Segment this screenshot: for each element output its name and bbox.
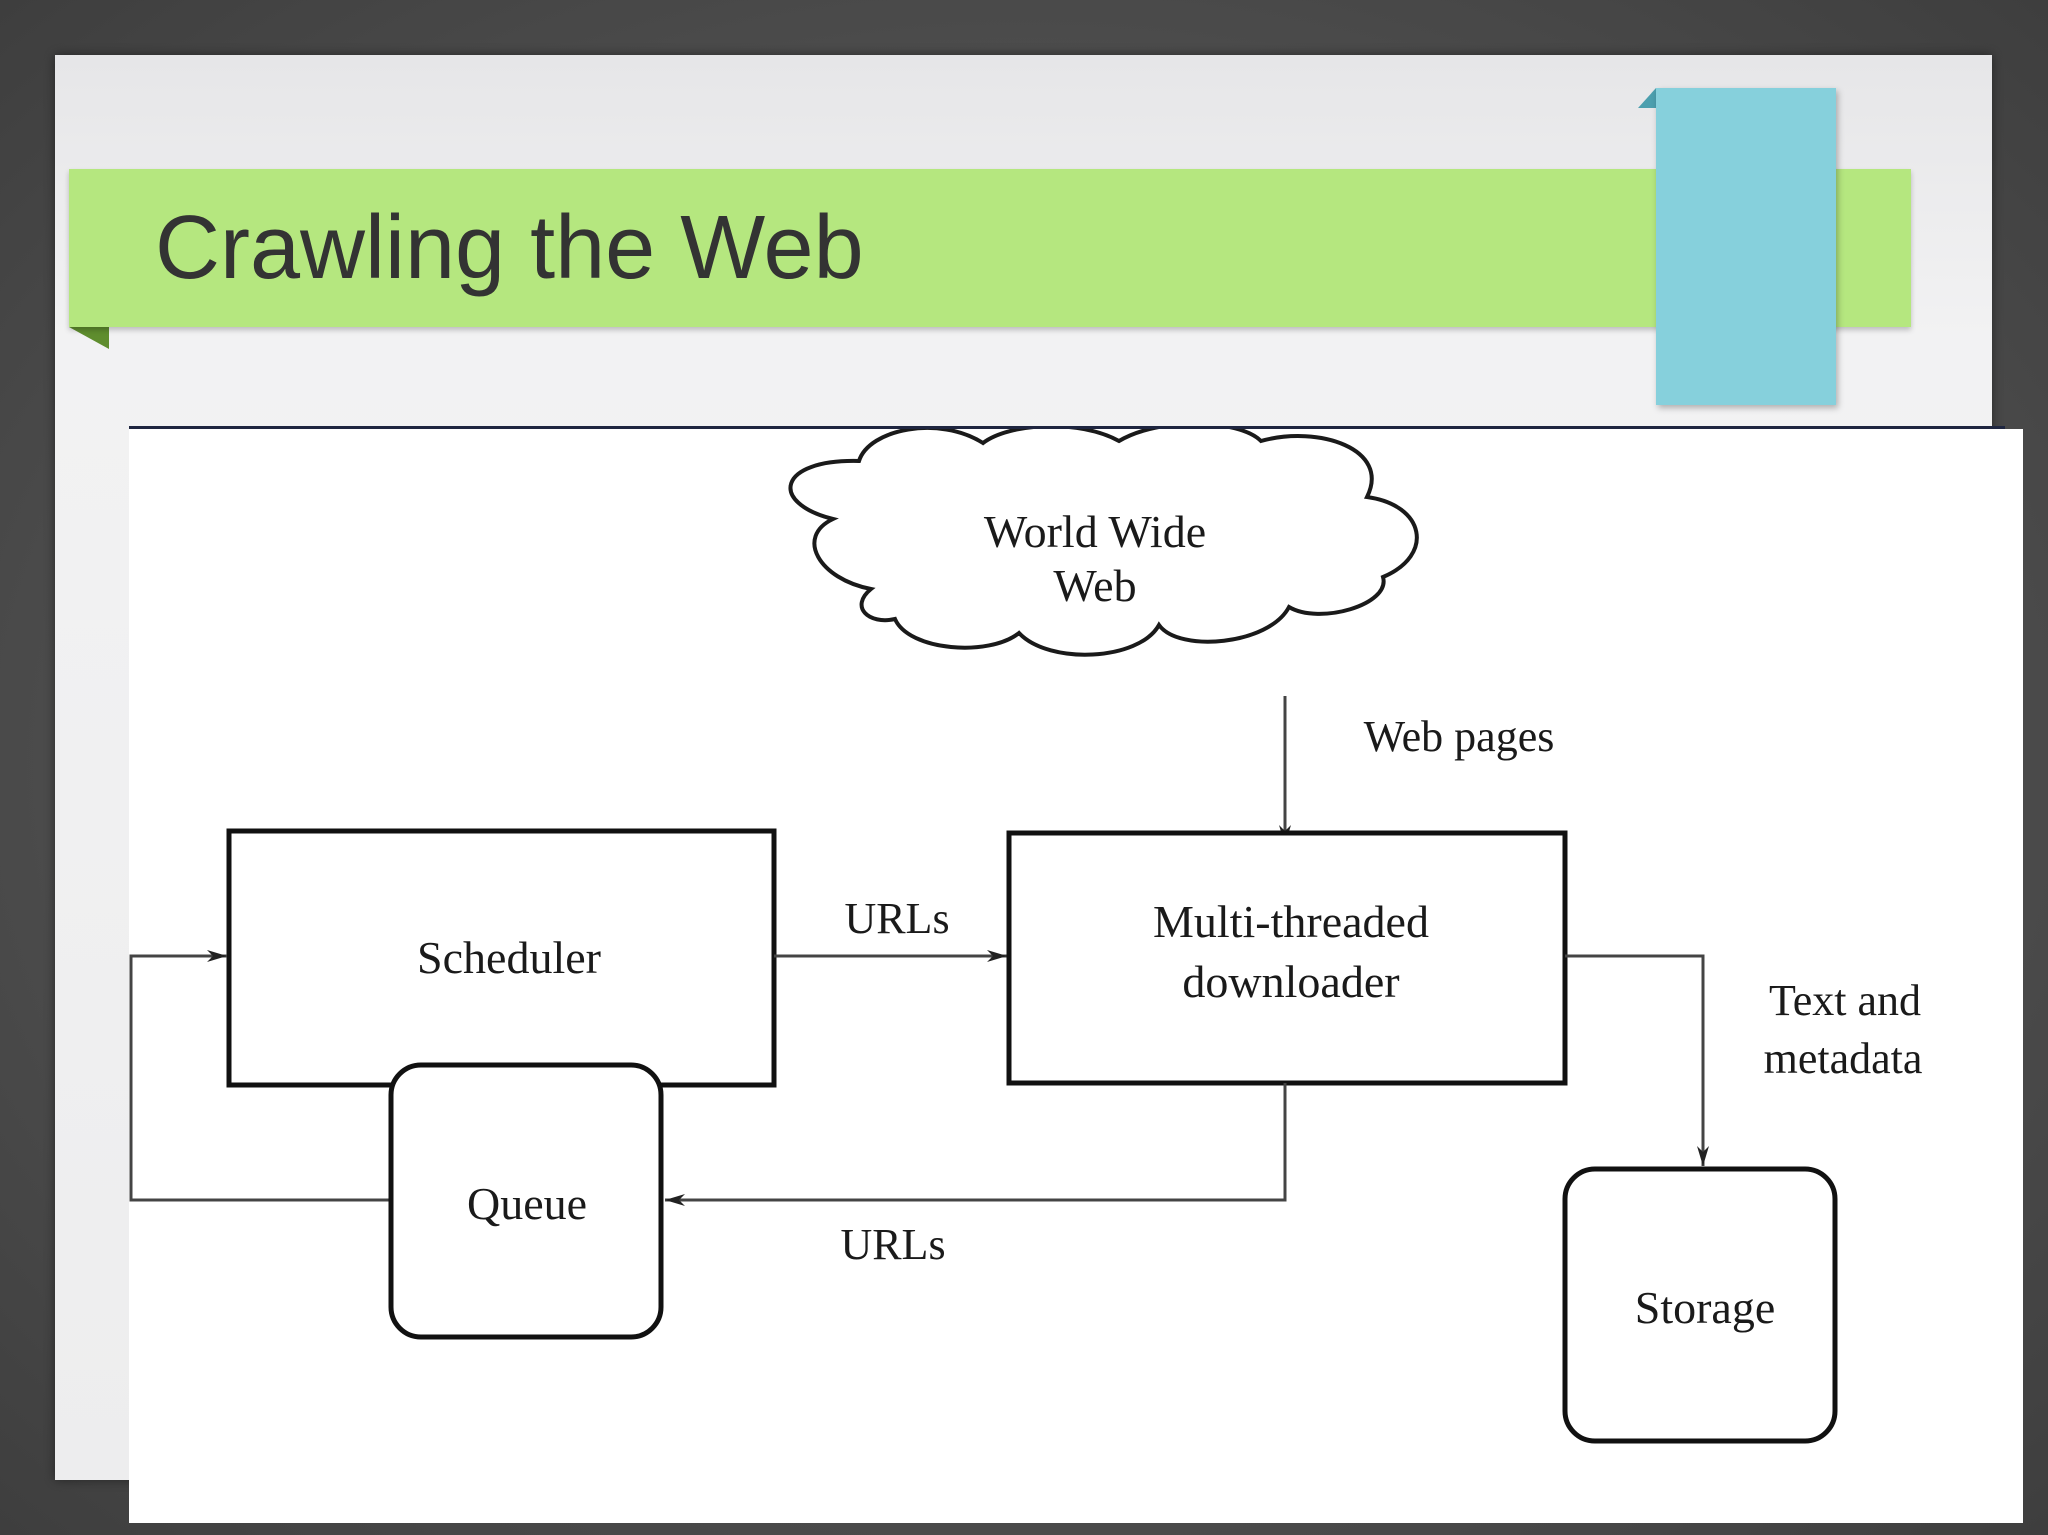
downloader-box — [1006, 830, 1568, 1086]
edge-text-metadata — [1565, 954, 1709, 1166]
cloud-outline — [788, 429, 1419, 657]
scheduler-box — [226, 828, 777, 1088]
edge-label-web-pages: Web pages — [1364, 712, 1555, 761]
edge-label-text-and: Text and — [1769, 976, 1921, 1025]
edge-label-urls-bottom: URLs — [840, 1220, 945, 1269]
www-label-line2: Web — [1053, 560, 1136, 611]
title-divider — [129, 426, 2005, 429]
storage-label: Storage — [1635, 1282, 1776, 1333]
scheduler-label: Scheduler — [417, 932, 601, 983]
edge-label-metadata: metadata — [1764, 1034, 1923, 1083]
edge-queue-to-scheduler — [129, 950, 391, 1202]
storage-box — [1562, 1166, 1838, 1444]
edge-label-urls-top: URLs — [844, 894, 949, 943]
diagram-panel: World Wide Web Web pages Scheduler URLs … — [129, 429, 2023, 1523]
downloader-label-line2: downloader — [1182, 956, 1399, 1007]
accent-tab — [1656, 88, 1836, 405]
slide: Crawling the Web World Wide Web Web page… — [55, 55, 2023, 1523]
edge-urls-to-queue — [665, 1083, 1287, 1206]
www-cloud: World Wide Web — [788, 429, 1419, 657]
slide-title: Crawling the Web — [155, 198, 864, 298]
www-label-line1: World Wide — [984, 506, 1206, 557]
title-bar-fold — [69, 327, 109, 349]
downloader-label-line1: Multi-threaded — [1153, 896, 1429, 947]
title-bar: Crawling the Web — [69, 169, 1911, 327]
queue-box — [388, 1062, 664, 1340]
accent-tab-fold — [1638, 88, 1656, 108]
queue-label: Queue — [467, 1178, 587, 1229]
crawler-diagram: World Wide Web Web pages Scheduler URLs … — [129, 429, 1923, 1444]
